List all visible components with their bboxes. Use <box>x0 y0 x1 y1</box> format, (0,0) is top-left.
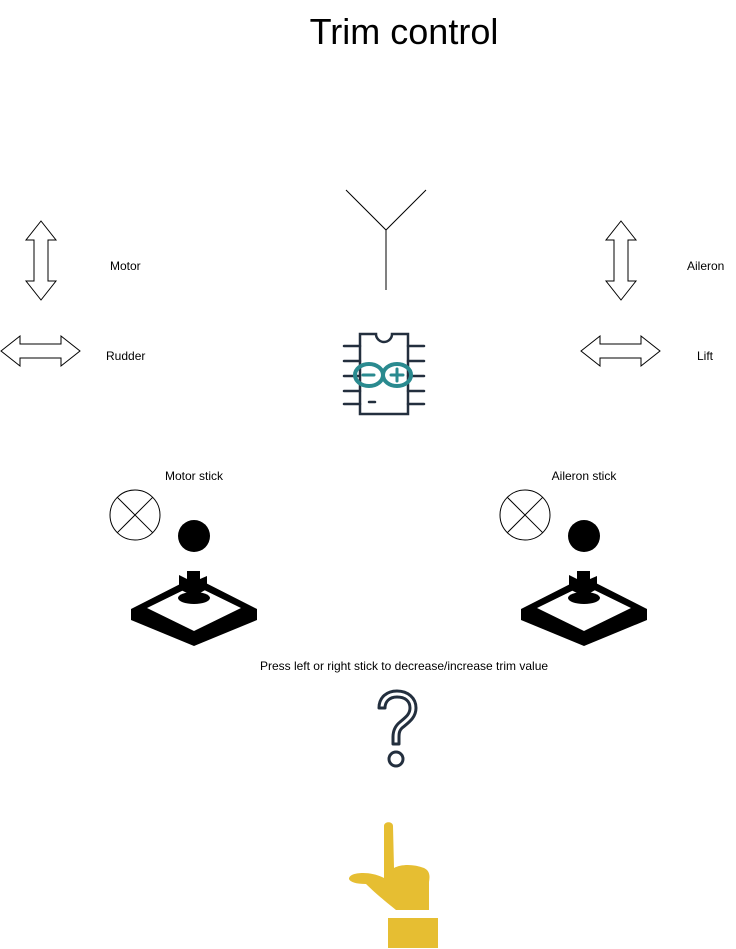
instruction-text: Press left or right stick to decrease/in… <box>259 659 549 673</box>
question-mark-icon <box>377 689 418 768</box>
aileron-stick-joystick-icon[interactable] <box>519 519 649 647</box>
diagram-title: Trim control <box>309 11 499 52</box>
hand-pointer-icon <box>349 822 438 948</box>
aileron-label: Aileron <box>687 259 725 273</box>
motor-stick-label: Motor stick <box>164 469 224 483</box>
motor-stick-joystick-icon[interactable] <box>129 519 259 647</box>
rudder-horizontal-arrow-icon <box>0 334 81 368</box>
motor-label: Motor <box>110 259 141 273</box>
arduino-chip-icon <box>342 332 426 416</box>
lift-label: Lift <box>697 349 714 363</box>
aileron-stick-label: Aileron stick <box>551 469 617 483</box>
antenna-icon <box>345 189 427 290</box>
motor-stick-button-x-icon[interactable] <box>109 489 161 541</box>
rudder-label: Rudder <box>106 349 146 363</box>
aileron-vertical-arrow-icon <box>604 220 638 301</box>
lift-horizontal-arrow-icon <box>580 334 661 368</box>
motor-vertical-arrow-icon <box>24 220 58 301</box>
aileron-stick-button-x-icon[interactable] <box>499 489 551 541</box>
